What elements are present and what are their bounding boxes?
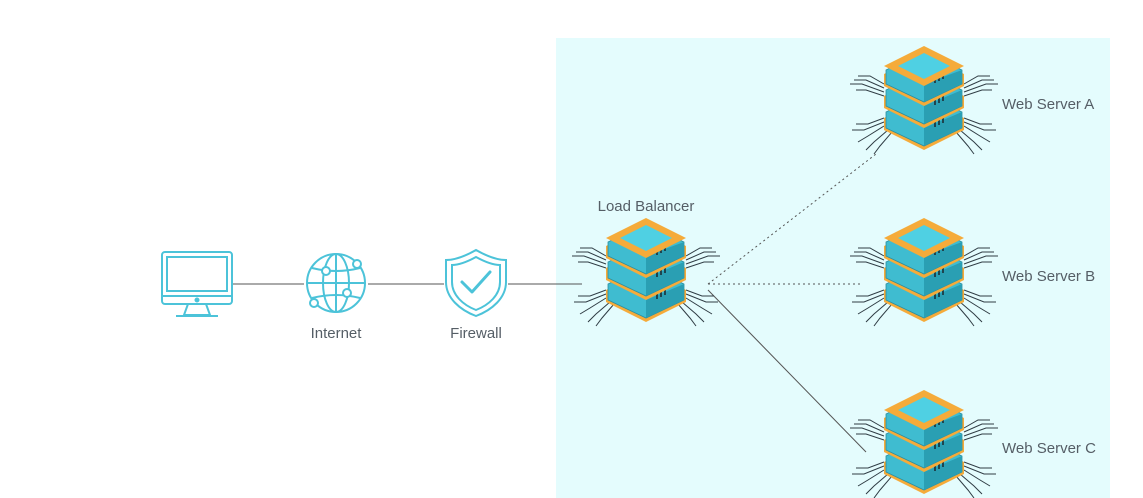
load-balancer-label: Load Balancer <box>598 198 695 215</box>
internet-label: Internet <box>311 325 363 342</box>
shield-check-icon <box>445 248 507 318</box>
web-server-a-label: Web Server A <box>1002 96 1094 113</box>
connectors <box>232 153 877 453</box>
firewall-label: Firewall <box>450 325 502 342</box>
web-server-b-label: Web Server B <box>1002 268 1095 285</box>
web-server-c-label: Web Server C <box>1002 440 1096 457</box>
connector-lb-server-a <box>707 153 877 285</box>
computer-monitor-icon <box>161 251 233 317</box>
connector-lb-server-c <box>707 289 867 453</box>
globe-network-icon <box>306 253 366 313</box>
